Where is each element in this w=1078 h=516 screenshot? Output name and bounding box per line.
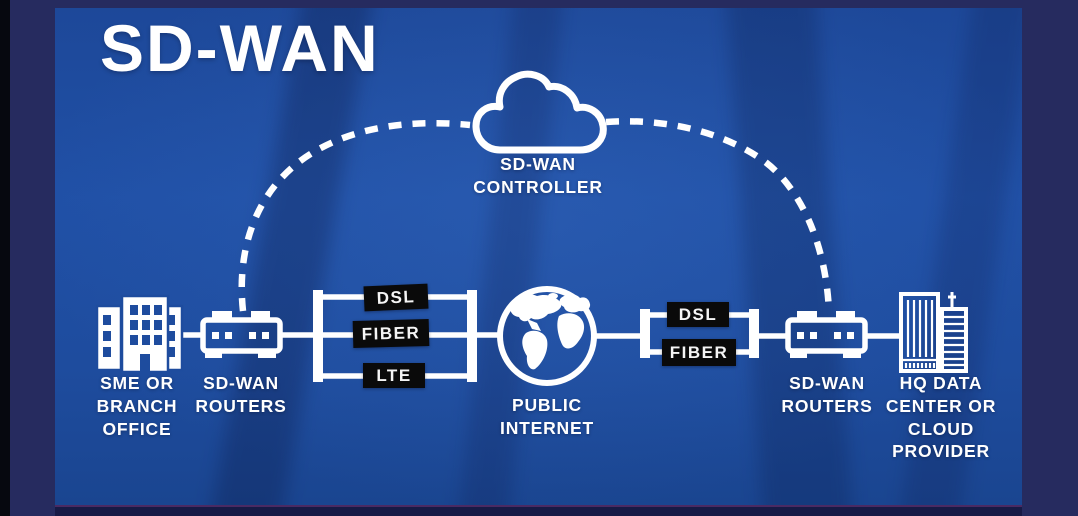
lte-tag-left: LTE [363, 363, 425, 388]
controller-label: SD-WAN CONTROLLER [473, 154, 603, 197]
router-left-label: SD-WAN ROUTERS [195, 373, 287, 416]
sdwan-router-right-icon [788, 311, 865, 358]
page-title: SD-WAN [100, 11, 380, 85]
diagram-stage [55, 8, 1022, 505]
hq-datacenter-label: HQ DATA CENTER OR CLOUD PROVIDER [885, 373, 997, 462]
router-right-label: SD-WAN ROUTERS [781, 373, 873, 416]
fiber-tag-right: FIBER [662, 339, 736, 366]
hq-datacenter-icon [899, 292, 968, 373]
dashed-arc-right [605, 118, 833, 313]
dsl-tag-left: DSL [363, 283, 429, 312]
dsl-tag-right: DSL [667, 302, 729, 327]
public-internet-icon [497, 286, 597, 386]
left-black-strip [0, 0, 10, 516]
branch-office-icon [95, 294, 184, 374]
bottom-strip [55, 505, 1022, 516]
cloud-icon [472, 70, 607, 154]
dashed-arc-left [238, 119, 471, 312]
fiber-tag-left: FIBER [352, 319, 430, 348]
branch-office-label: SME OR BRANCH OFFICE [96, 373, 178, 439]
public-internet-label: PUBLIC INTERNET [500, 395, 594, 438]
link-bundle-bars [313, 290, 759, 382]
sdwan-router-left-icon [203, 311, 280, 358]
